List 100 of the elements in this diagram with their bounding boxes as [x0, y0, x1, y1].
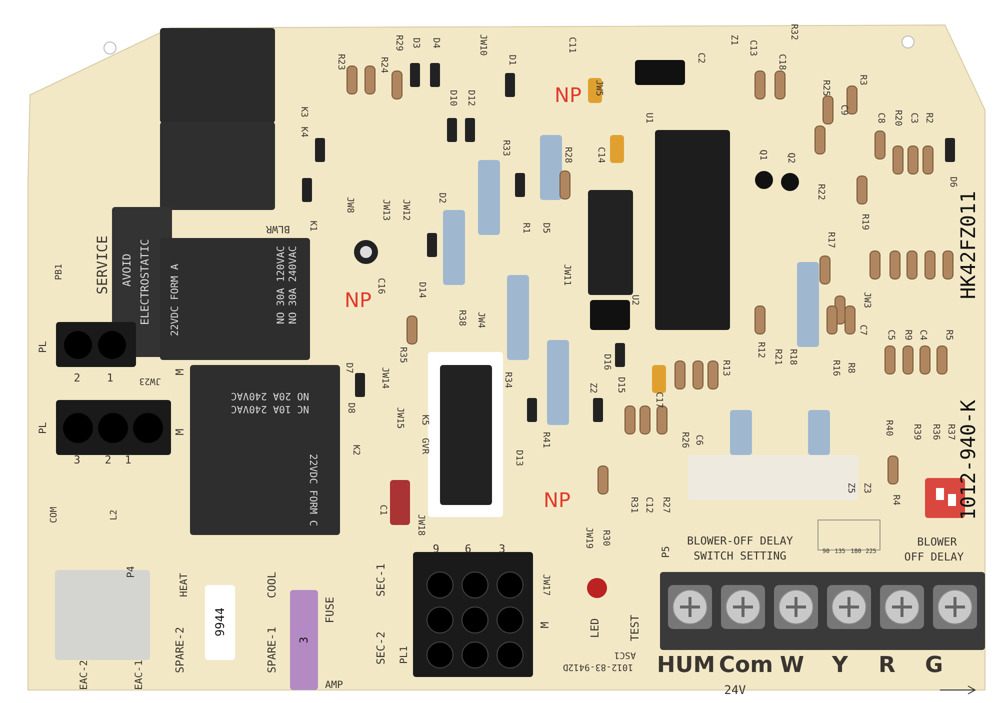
- component-designator: C8: [876, 112, 884, 124]
- component-designator: D7: [344, 362, 352, 374]
- component-designator: R31: [628, 496, 638, 514]
- component-designator: JW3: [862, 292, 870, 308]
- component-designator: R35: [398, 346, 406, 364]
- component-designator: R13: [720, 360, 730, 376]
- terminal-label: HUM: [656, 655, 716, 677]
- component-designator: D8: [346, 402, 354, 414]
- pin-number: 1: [124, 454, 132, 466]
- silkscreen-label: 24V: [724, 684, 746, 696]
- component-designator: R40: [884, 420, 892, 436]
- terminal-label: G: [924, 655, 944, 677]
- silkscreen-label: FUSE: [324, 596, 336, 624]
- relay-rating: 22VDC FORM A: [171, 264, 181, 336]
- component-designator: C13: [748, 40, 756, 56]
- component-designator: JW5: [594, 80, 602, 96]
- silkscreen-label: HK42FZ011: [958, 190, 978, 300]
- silkscreen-label: EAC-2: [80, 660, 90, 690]
- component-designator: R21: [772, 348, 782, 366]
- component-designator: C6: [694, 434, 702, 446]
- component-designator: D5: [540, 222, 550, 234]
- silkscreen-label: ELECTROSTATIC: [140, 238, 150, 326]
- silkscreen-label: ASC1: [614, 650, 636, 658]
- component-designator: C4: [918, 330, 926, 340]
- component-designator: JW10: [478, 34, 486, 56]
- component-designator: D14: [416, 282, 426, 298]
- silkscreen-label: HEAT: [180, 572, 190, 598]
- component-designator: JW13: [380, 199, 390, 221]
- pin-number: 2: [104, 454, 112, 466]
- component-designator: C1: [378, 504, 386, 516]
- silkscreen-label: PL: [39, 422, 49, 434]
- component-designator: C9: [838, 104, 848, 116]
- component-designator: R28: [562, 146, 572, 164]
- pin-number: 2: [74, 372, 80, 384]
- silkscreen-label: PL: [39, 340, 49, 354]
- component-designator: PL1: [400, 646, 410, 664]
- silkscreen-label: SPARE-2: [174, 626, 186, 674]
- component-designator: PB1: [56, 264, 64, 280]
- component-designator: R17: [826, 232, 834, 248]
- component-designator: R3: [858, 74, 866, 86]
- silkscreen-label: SERVICE: [96, 236, 110, 294]
- component-designator: R33: [500, 140, 510, 156]
- component-designator: D4: [430, 38, 440, 48]
- component-designator: C12: [644, 496, 652, 514]
- silkscreen-label: AVOID: [122, 253, 132, 287]
- component-designator: C11: [566, 36, 576, 54]
- component-designator: JW12: [400, 199, 410, 221]
- component-designator: JW14: [380, 367, 388, 389]
- component-designator: R36: [930, 424, 940, 440]
- silkscreen-label: COM: [50, 506, 60, 524]
- pin-number: 6: [464, 544, 472, 554]
- silkscreen-label: M: [540, 622, 550, 628]
- component-designator: K2: [350, 444, 360, 456]
- component-designator: D2: [436, 192, 446, 204]
- silkscreen-label: 3: [298, 636, 310, 644]
- component-designator: C16: [376, 278, 384, 294]
- component-designator: R27: [660, 496, 670, 514]
- component-designator: D12: [466, 90, 474, 106]
- component-designator: Z1: [728, 34, 738, 46]
- component-designator: P4: [127, 566, 137, 578]
- relay-rating: 22VDC FORM C: [307, 454, 317, 526]
- component-designator: R1: [520, 222, 530, 234]
- silkscreen-label: COOL: [266, 572, 278, 598]
- component-designator: K5: [420, 414, 428, 426]
- component-designator: D10: [448, 90, 456, 106]
- component-designator: JW11: [562, 264, 570, 286]
- component-designator: R4: [890, 494, 900, 506]
- component-designator: K1: [308, 220, 316, 232]
- silkscreen-label: AMP: [324, 681, 344, 691]
- component-designator: R19: [860, 214, 868, 230]
- component-designator: R22: [816, 184, 824, 200]
- component-designator: C2: [696, 52, 704, 64]
- terminal-label: W: [780, 655, 804, 677]
- component-designator: JW19: [584, 527, 592, 549]
- component-designator: D6: [948, 176, 956, 188]
- component-designator: R25: [820, 80, 830, 96]
- silkscreen-label: L2: [110, 510, 120, 520]
- handwritten-mark: NP: [554, 85, 582, 105]
- component-designator: Z5: [846, 482, 854, 494]
- pin-number: 9: [432, 544, 440, 554]
- silkscreen-label: 9944: [214, 608, 226, 636]
- component-designator: R12: [756, 342, 764, 358]
- component-designator: C18: [776, 54, 786, 70]
- component-designator: Z2: [588, 382, 596, 394]
- silkscreen-label: LED: [590, 618, 600, 638]
- component-designator: R26: [680, 432, 688, 448]
- silkscreen-label: OFF DELAY: [904, 552, 964, 562]
- silkscreen-label: EAC-1: [135, 660, 145, 690]
- component-designator: C14: [596, 146, 604, 164]
- component-designator: R24: [378, 56, 388, 74]
- terminal-label: Y: [832, 655, 848, 677]
- component-designator: R37: [946, 424, 954, 440]
- silkscreen-label: 1012-83-9412D: [562, 662, 634, 670]
- component-designator: D13: [514, 450, 522, 466]
- component-designator: R41: [540, 432, 550, 448]
- component-designator: P5: [662, 546, 672, 558]
- component-designator: K3: [298, 106, 308, 118]
- component-designator: R39: [912, 424, 920, 440]
- component-designator: JW8: [344, 196, 354, 214]
- silkscreen-label: SEC-1: [376, 563, 386, 597]
